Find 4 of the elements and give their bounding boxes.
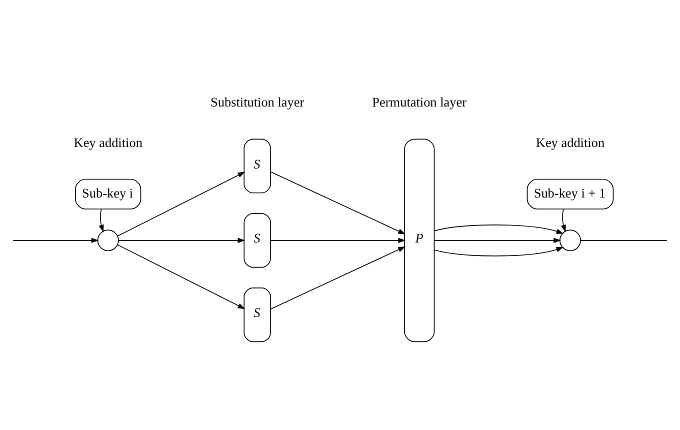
label: Permutation layer xyxy=(372,94,467,110)
label: Key addition xyxy=(536,134,605,150)
label: Substitution layer xyxy=(210,94,304,110)
label: Key addition xyxy=(74,134,142,150)
